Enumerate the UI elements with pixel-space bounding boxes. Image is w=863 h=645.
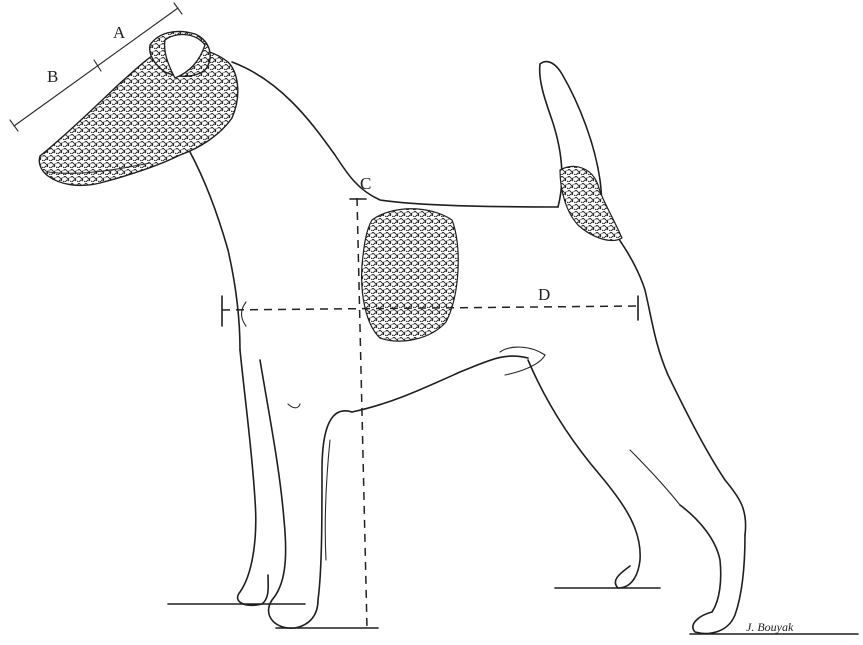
front-legs <box>238 350 352 628</box>
label-b: B <box>47 67 58 86</box>
label-c: C <box>360 174 371 193</box>
artist-signature: J. Bouyak <box>746 620 794 634</box>
body-patch <box>362 209 459 341</box>
hind-legs <box>528 360 745 633</box>
dog-body-outline <box>190 62 746 535</box>
dog-tail <box>540 62 622 241</box>
head-markings <box>39 31 238 185</box>
label-d: D <box>538 285 550 304</box>
label-a: A <box>113 23 126 42</box>
